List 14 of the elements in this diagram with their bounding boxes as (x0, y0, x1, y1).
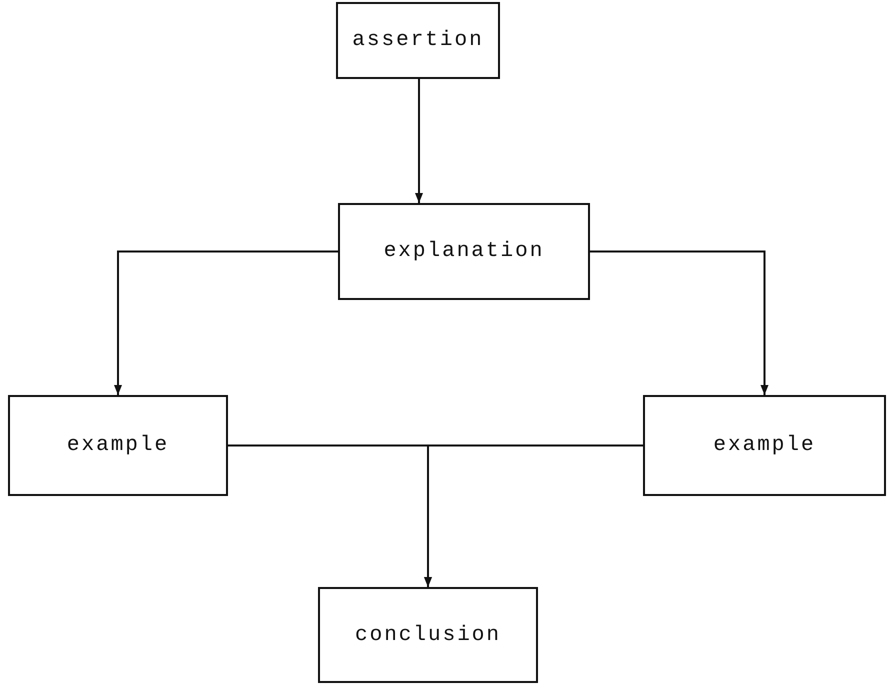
box-label: assertion (352, 29, 484, 52)
arrow (415, 79, 423, 203)
box-label: conclusion (354, 624, 502, 646)
box-label: example (66, 434, 170, 457)
process-box (318, 587, 538, 683)
box-label: example (713, 434, 816, 457)
arrow (424, 444, 643, 587)
arrow (114, 250, 338, 395)
process-box (8, 395, 228, 496)
box-label: explanation (384, 240, 544, 263)
process-box (338, 203, 590, 300)
process-box (336, 2, 500, 79)
arrow (590, 250, 768, 395)
process-box (643, 395, 886, 496)
